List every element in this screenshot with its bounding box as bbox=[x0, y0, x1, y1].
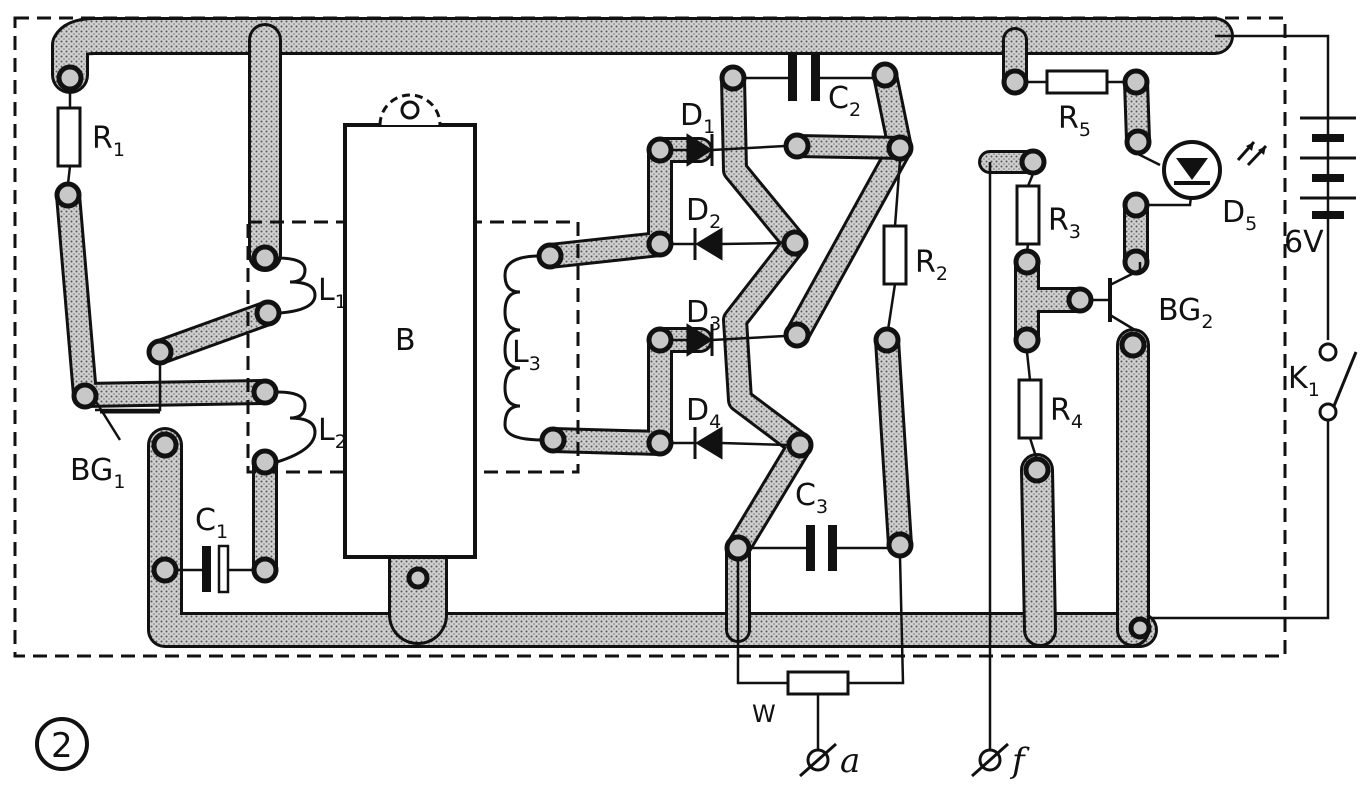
resistor-r1 bbox=[56, 106, 82, 168]
label-w: W bbox=[752, 700, 776, 728]
figure-number: 2 bbox=[35, 717, 89, 771]
switch-k1 bbox=[1318, 342, 1358, 422]
capacitors bbox=[202, 55, 837, 594]
capacitor-c3-plate-b bbox=[828, 525, 837, 571]
capacitor-c2-plate-b bbox=[811, 55, 820, 101]
label-c1: C1 bbox=[195, 503, 228, 543]
board-outline bbox=[13, 16, 1287, 658]
svg-text:2: 2 bbox=[51, 726, 73, 766]
label-r3: R3 bbox=[1048, 203, 1081, 243]
trace-l3-d2 bbox=[537, 137, 713, 269]
trace-l3-d4 bbox=[540, 327, 713, 456]
inductors bbox=[276, 254, 544, 464]
trace-bg1-to-l1 bbox=[147, 300, 281, 365]
capacitor-c1-plate-b bbox=[217, 544, 230, 594]
inductor-l3-coil bbox=[503, 254, 544, 442]
copper-traces bbox=[51, 17, 1234, 648]
inductor-l2-coil bbox=[276, 390, 317, 464]
diode-d4 bbox=[693, 426, 789, 460]
label-r2: R2 bbox=[915, 245, 948, 285]
led-d5 bbox=[1162, 140, 1268, 200]
label-terminal-f: f bbox=[1009, 741, 1030, 781]
label-l2: L2 bbox=[318, 413, 347, 453]
label-bg2: BG2 bbox=[1158, 293, 1213, 333]
label-c2: C2 bbox=[828, 81, 861, 121]
inductor-l1-coil bbox=[276, 256, 317, 315]
trace-d1-node bbox=[785, 134, 912, 160]
module-b bbox=[343, 93, 477, 559]
terminal-f-symbol bbox=[978, 748, 1002, 772]
potentiometer-w bbox=[786, 670, 850, 696]
trace-top-rail bbox=[51, 17, 1234, 94]
diode-d3 bbox=[686, 323, 786, 357]
label-d1: D1 bbox=[680, 98, 715, 138]
capacitor-c1-plate-a bbox=[202, 546, 211, 592]
label-bg1: BG1 bbox=[70, 453, 125, 493]
label-r1: R1 bbox=[92, 121, 125, 161]
diode-d1 bbox=[686, 133, 786, 167]
label-b: B bbox=[395, 323, 416, 358]
resistor-r3 bbox=[1015, 184, 1041, 246]
terminal-a-symbol bbox=[806, 748, 830, 772]
label-k1: K1 bbox=[1288, 361, 1320, 401]
label-terminal-a: a bbox=[840, 741, 860, 781]
label-r4: R4 bbox=[1050, 393, 1083, 433]
label-c3: C3 bbox=[795, 478, 828, 518]
solder-pads bbox=[54, 61, 1152, 640]
label-d3: D3 bbox=[686, 295, 721, 335]
label-d4: D4 bbox=[686, 393, 721, 433]
label-voltage: 6V bbox=[1284, 225, 1324, 260]
resistor-r2 bbox=[882, 224, 908, 286]
component-labels: R1 L1 L2 BG1 C1 B L3 D1 D2 D3 D4 C2 R2 C… bbox=[70, 81, 1324, 781]
battery-6v bbox=[1300, 116, 1356, 219]
diode-d2 bbox=[693, 227, 784, 261]
diodes bbox=[686, 133, 789, 460]
trace-bottom-rail bbox=[147, 427, 1158, 648]
trace-bridge-left bbox=[720, 65, 813, 643]
terminals bbox=[799, 742, 1009, 778]
resistor-r4 bbox=[1017, 378, 1043, 440]
trace-r4-rail bbox=[1020, 453, 1057, 647]
resistor-r5 bbox=[1045, 69, 1109, 95]
capacitor-c3-plate-a bbox=[806, 525, 815, 571]
label-r5: R5 bbox=[1058, 101, 1091, 141]
label-d5: D5 bbox=[1222, 195, 1257, 235]
capacitor-c2-plate-a bbox=[788, 55, 797, 101]
trace-r2-c3 bbox=[874, 327, 913, 558]
label-d2: D2 bbox=[686, 193, 721, 233]
label-l3: L3 bbox=[512, 335, 541, 375]
component-leads bbox=[66, 34, 1330, 750]
label-l1: L1 bbox=[318, 273, 347, 313]
trace-r1-to-bg1 bbox=[55, 182, 278, 408]
